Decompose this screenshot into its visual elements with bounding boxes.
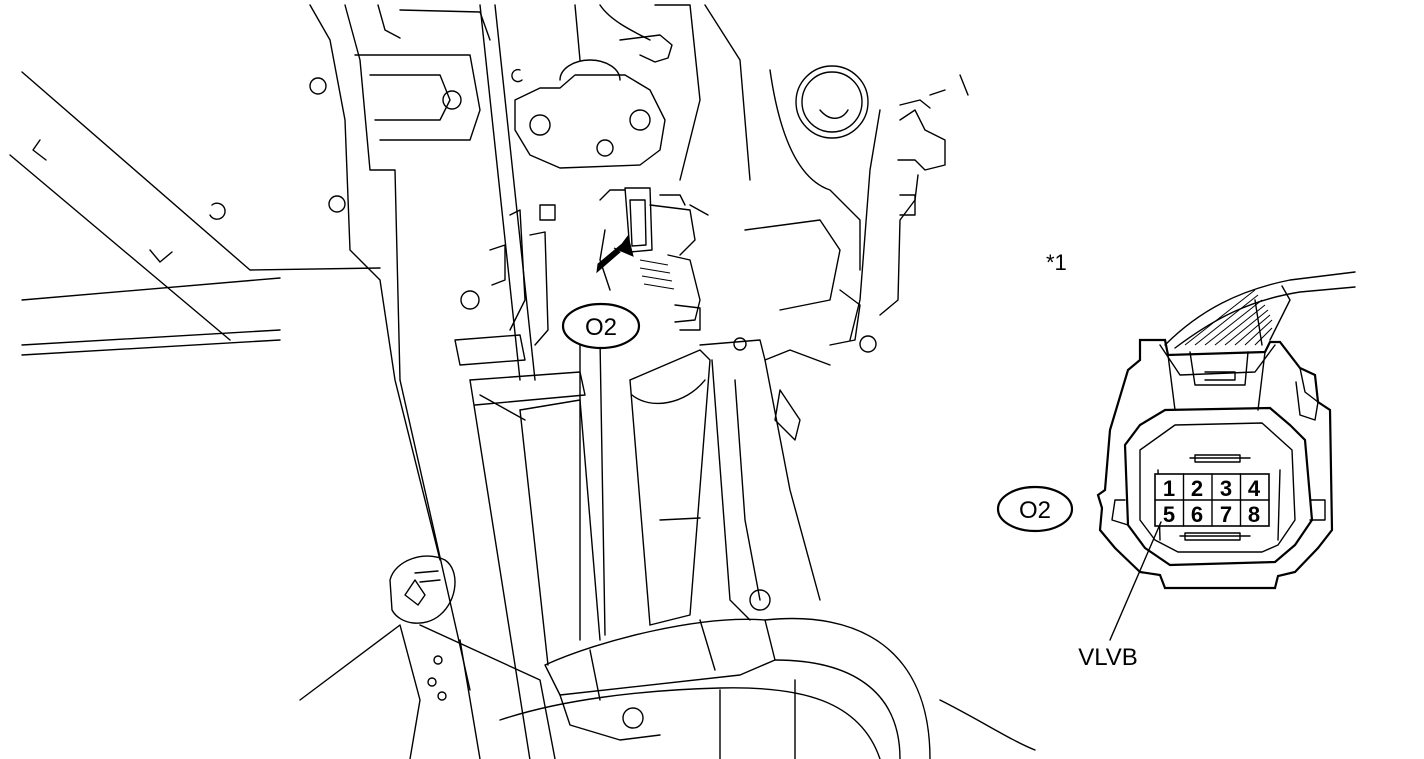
connector-label-main: O2 — [585, 314, 617, 341]
connector-callout-detail: O2 — [996, 485, 1074, 533]
pin-8: 8 — [1248, 502, 1260, 527]
pin-3: 3 — [1220, 476, 1232, 501]
connector-label-ellipse-detail — [996, 485, 1074, 533]
pin-5: 5 — [1163, 502, 1175, 527]
pin-4: 4 — [1248, 476, 1261, 501]
pin-7: 7 — [1220, 502, 1232, 527]
callout-marker: *1 — [1046, 250, 1067, 275]
pointer-arrow — [596, 234, 634, 274]
connector-label-ellipse — [561, 302, 641, 350]
vehicle-line-art — [9, 4, 1036, 759]
pin-6: 6 — [1191, 502, 1203, 527]
pin-leader-line — [1109, 521, 1162, 641]
connector-callout-main: O2 — [561, 302, 641, 350]
pin-1: 1 — [1163, 476, 1175, 501]
pin-2: 2 — [1191, 476, 1203, 501]
connector-detail: 1 2 3 4 5 6 7 8 — [1096, 271, 1356, 641]
pin-label-vlvb: VLVB — [1078, 644, 1138, 671]
connector-label-detail: O2 — [1019, 497, 1051, 524]
